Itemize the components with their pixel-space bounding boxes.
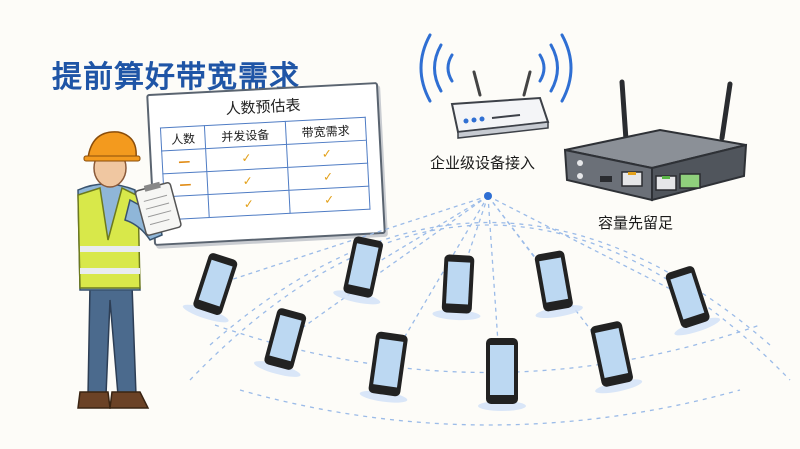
smartphone-icon: [254, 308, 307, 377]
smartphone-icon: [432, 254, 481, 321]
smartphone-icon: [478, 338, 526, 411]
router-icon: [563, 79, 748, 202]
smartphone-icon: [665, 266, 721, 336]
signal-origin: [484, 192, 492, 200]
access-point-icon: [450, 70, 550, 139]
smartphone-icon: [359, 331, 408, 403]
smartphones: [182, 236, 721, 411]
wifi-signal-icon: [419, 33, 573, 103]
smartphone-icon: [534, 250, 583, 318]
router-label: 容量先留足: [598, 214, 674, 232]
clipboard-icon: [134, 181, 182, 236]
smartphone-icon: [333, 236, 383, 305]
smartphone-icon: [182, 253, 238, 323]
access-point-label: 企业级设备接入: [430, 154, 536, 172]
smartphone-icon: [590, 321, 643, 394]
worker-icon: [77, 131, 163, 409]
